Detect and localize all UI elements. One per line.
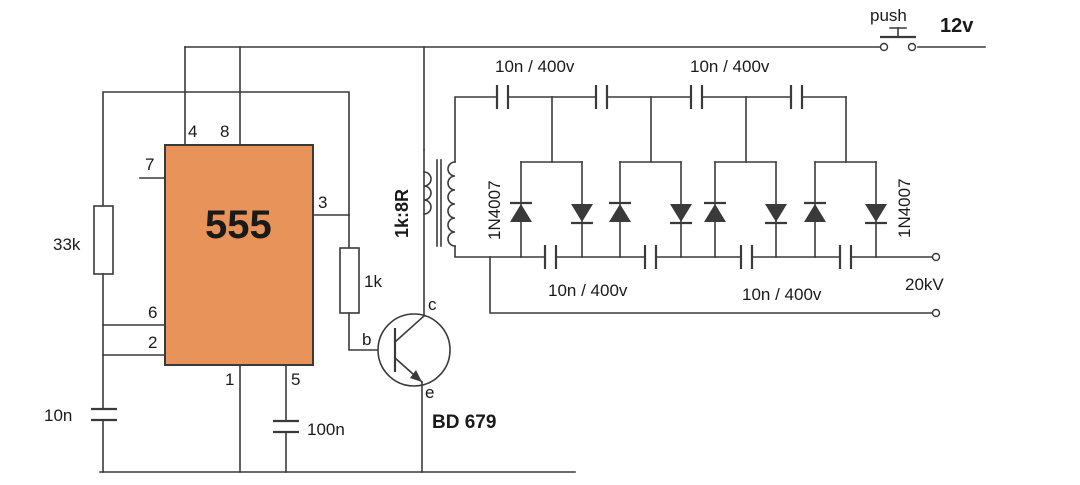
bottom-cap-right-label: 10n / 400v [742, 285, 822, 304]
capacitor-10n [91, 407, 117, 422]
resistor-1k [339, 247, 360, 314]
resistor-33k-label: 33k [53, 235, 81, 254]
pin-8-label: 8 [220, 122, 229, 141]
ic-555-body [164, 144, 314, 366]
return-terminal [931, 308, 941, 318]
resistor-1k-label: 1k [364, 272, 382, 291]
top-cap-chain [495, 85, 847, 109]
pin-1-label: 1 [225, 370, 234, 389]
pin-7-label: 7 [145, 155, 154, 174]
timing-top-wire [102, 91, 350, 216]
resistor-33k [93, 205, 114, 275]
push-switch [879, 27, 917, 52]
transistor-emitter-label: e [425, 383, 434, 402]
transistor-label: BD 679 [432, 412, 496, 433]
transformer-ratio-label: 1k:8R [392, 189, 412, 238]
ic-555-label: 555 [205, 203, 272, 247]
diode-array [510, 161, 887, 258]
push-label: push [870, 6, 907, 25]
transistor-bd679 [377, 313, 451, 387]
diode-right-label: 1N4007 [895, 178, 914, 238]
top-cap-right-label: 10n / 400v [690, 57, 770, 76]
pin-5-label: 5 [291, 370, 300, 389]
pin-3-label: 3 [318, 193, 327, 212]
hv-output-terminal [931, 252, 941, 262]
capacitor-100n-label: 100n [307, 420, 345, 439]
bottom-cap-chain [543, 245, 934, 269]
transformer [423, 159, 456, 247]
return-wire [489, 256, 934, 314]
pin-2-label: 2 [148, 333, 157, 352]
diode-left-label: 1N4007 [485, 180, 504, 240]
capacitor-100n [273, 419, 299, 434]
secondary-top-wire [454, 96, 498, 163]
supply-voltage-label: 12v [940, 15, 974, 37]
pin-6-label: 6 [148, 303, 157, 322]
pin-4-label: 4 [188, 122, 197, 141]
transistor-collector-label: c [428, 295, 437, 314]
secondary-bottom-wire [454, 245, 546, 258]
transistor-base-label: b [362, 330, 371, 349]
top-cap-left-label: 10n / 400v [495, 57, 575, 76]
bottom-cap-left-label: 10n / 400v [548, 281, 628, 300]
capacitor-10n-label: 10n [44, 406, 72, 425]
output-voltage-label: 20kV [905, 275, 944, 294]
